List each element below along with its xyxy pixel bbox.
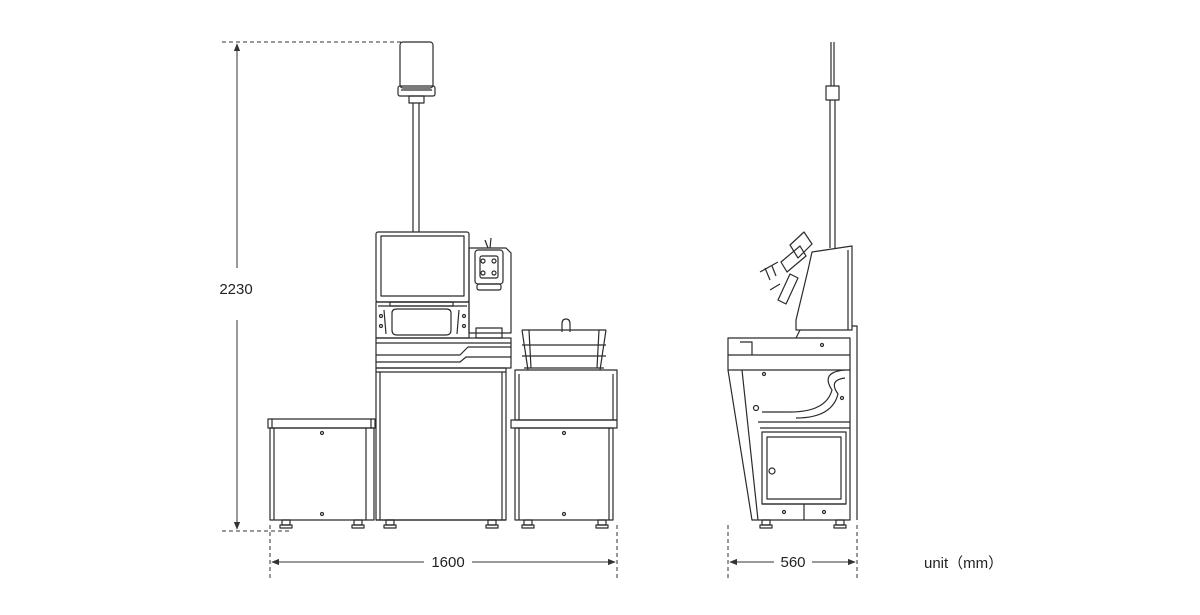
unit-label: unit（mm） [924, 555, 1003, 572]
depth-dimension [727, 525, 858, 578]
depth-dimension-label: 560 [780, 554, 805, 571]
counter-top [375, 337, 512, 369]
side-view [727, 42, 858, 529]
right-cabinet [510, 369, 618, 529]
side-payment-terminal [759, 231, 813, 305]
side-signal-pole [825, 42, 840, 248]
side-feet [759, 519, 847, 529]
monitor [375, 231, 470, 307]
side-door [761, 431, 847, 520]
left-table [267, 418, 376, 529]
signal-light-icon [397, 41, 436, 232]
height-dimension [222, 41, 428, 532]
height-dimension-label: 2230 [219, 281, 252, 298]
basket-rack [521, 318, 607, 371]
width-dimension [269, 525, 618, 578]
payment-terminal [468, 237, 512, 334]
main-cabinet [375, 367, 507, 521]
main-cabinet-feet [376, 519, 506, 529]
width-dimension-label: 1600 [431, 554, 464, 571]
side-upper-head [795, 245, 853, 339]
side-cabinet [727, 369, 851, 521]
front-view [267, 41, 618, 529]
